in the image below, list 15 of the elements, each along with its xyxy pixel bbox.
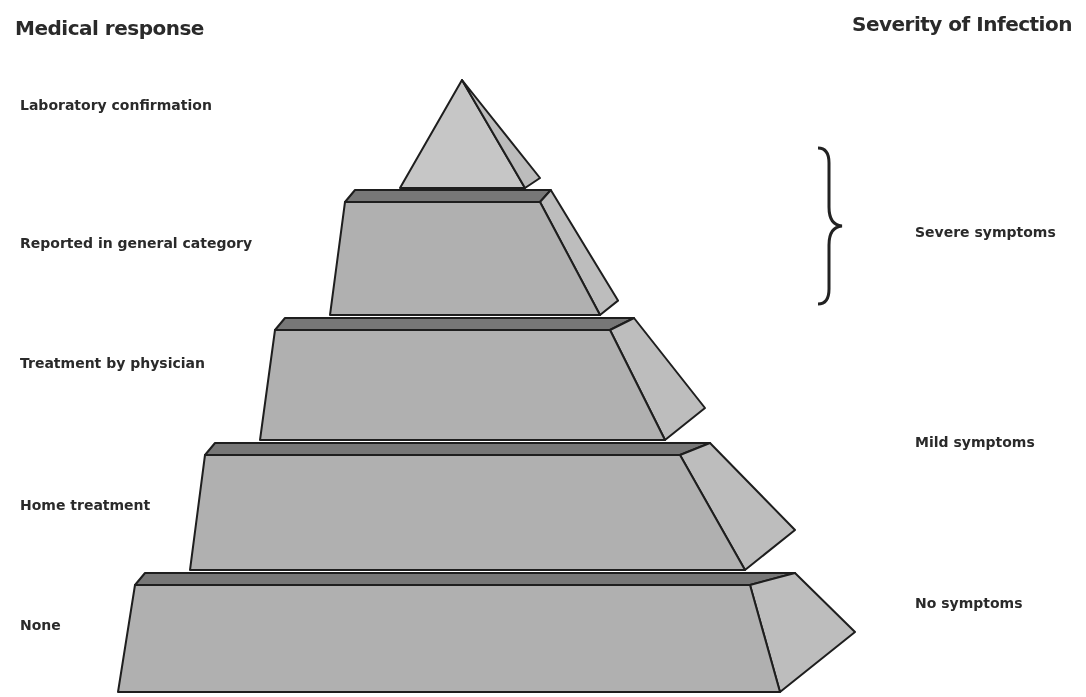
response-label: None [20, 617, 61, 633]
severity-label: Mild symptoms [915, 434, 1035, 450]
pyramid-tier [260, 318, 705, 440]
pyramid-tier [400, 80, 540, 188]
response-label: Reported in general category [20, 235, 253, 251]
response-label: Home treatment [20, 497, 151, 513]
column-heading: Medical response [15, 16, 204, 40]
pyramid-tier [190, 443, 795, 570]
pyramid-tier [330, 190, 618, 315]
response-label: Treatment by physician [20, 355, 205, 371]
response-label: Laboratory confirmation [20, 97, 212, 113]
severity-label: Severe symptoms [915, 224, 1056, 240]
severity-label: No symptoms [915, 595, 1023, 611]
column-heading: Severity of Infection [852, 12, 1072, 36]
pyramid-tier [118, 573, 855, 692]
